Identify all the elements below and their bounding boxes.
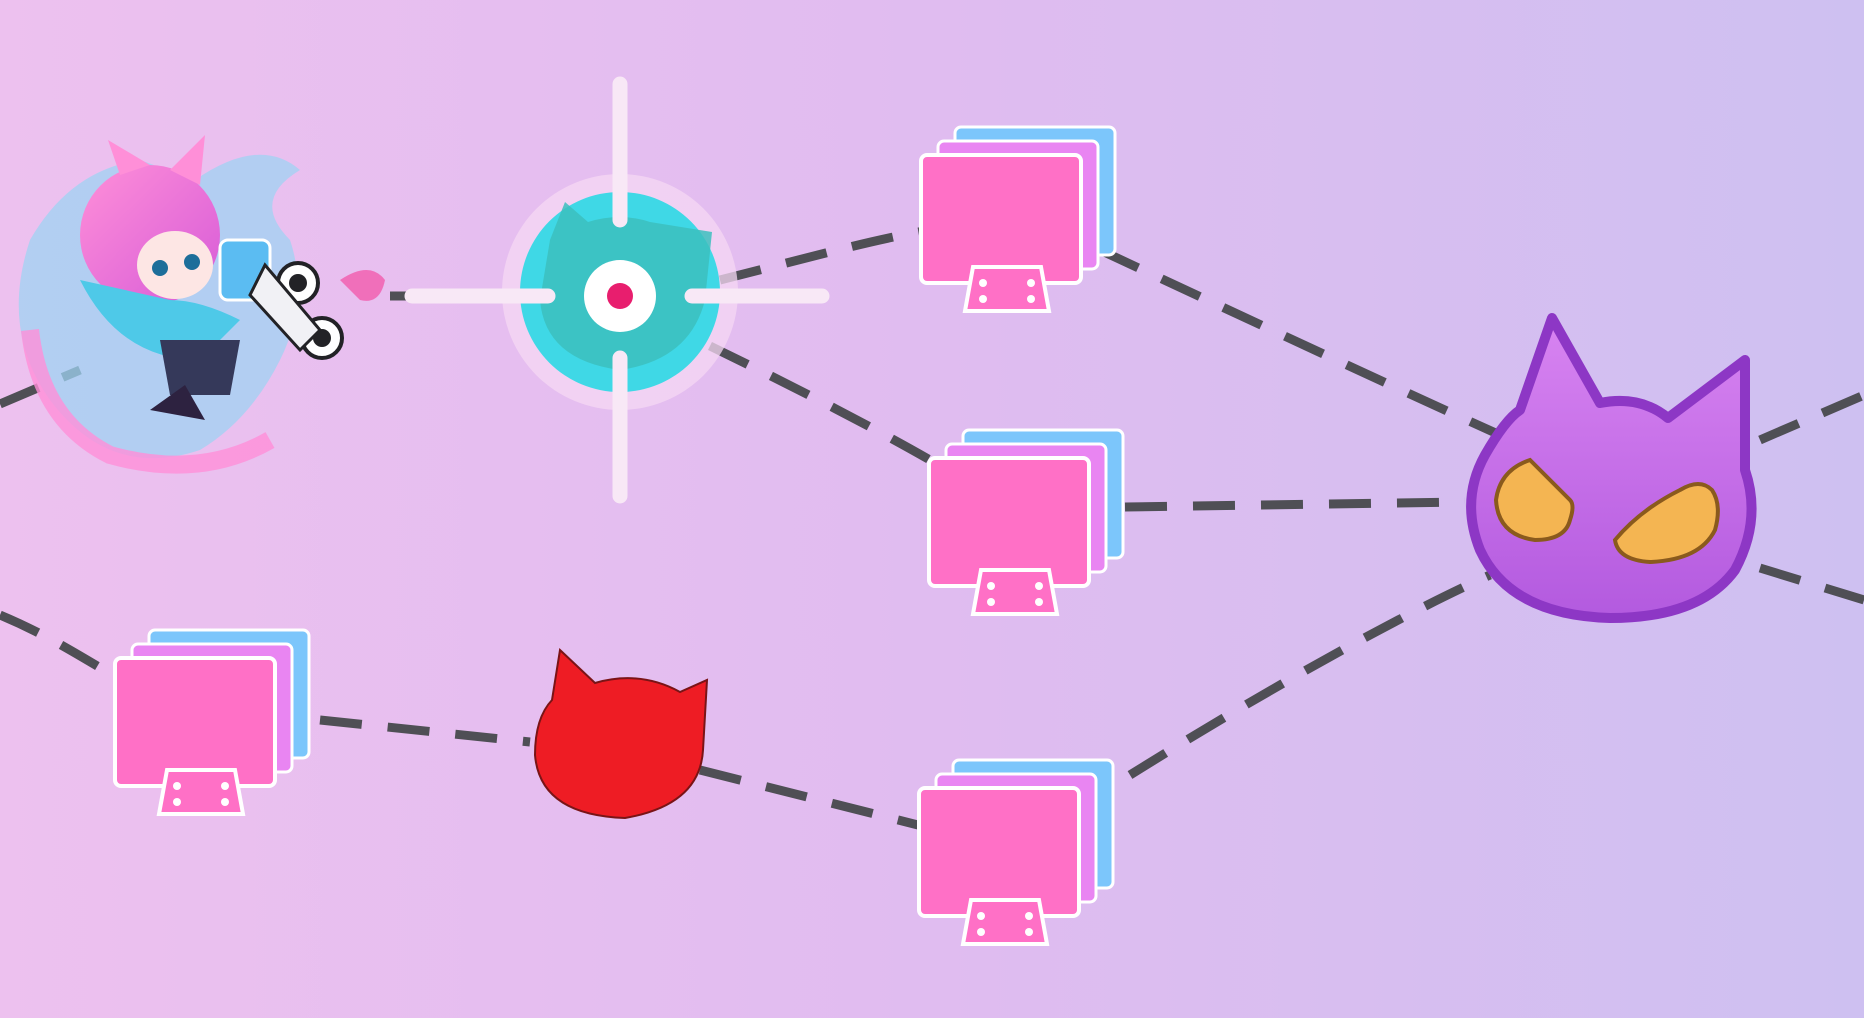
- player-tail-tip: [340, 270, 385, 301]
- current-stage-target[interactable]: [404, 76, 830, 504]
- boss-left-eye: [1493, 457, 1575, 543]
- red-cat-node[interactable]: [533, 647, 709, 820]
- boss-cat-node[interactable]: [1466, 313, 1757, 623]
- stage-node-middle[interactable]: [927, 428, 1125, 616]
- stage-node-bottom[interactable]: [917, 758, 1115, 946]
- stage-node-top[interactable]: [919, 125, 1117, 313]
- player-character[interactable]: [18, 135, 385, 474]
- boss-right-eye: [1612, 482, 1720, 565]
- red-cat-head-icon: [533, 647, 709, 820]
- stage-node-left[interactable]: [113, 628, 311, 816]
- route-paths: [0, 225, 1864, 830]
- player-face: [137, 231, 213, 299]
- crosshair-icon: [404, 76, 830, 504]
